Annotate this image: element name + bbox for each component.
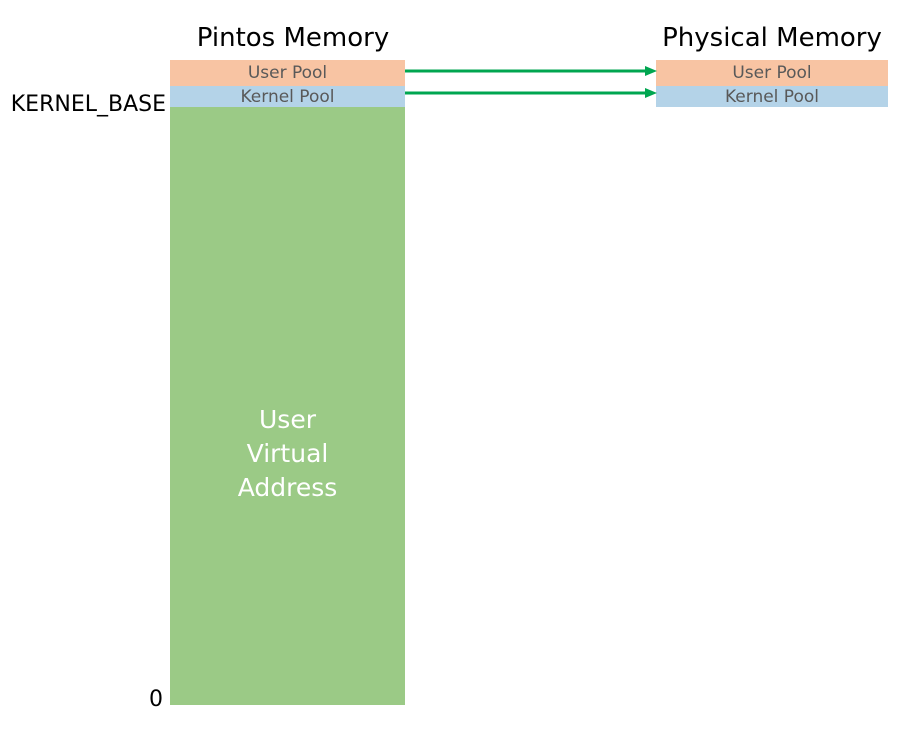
- pintos-kernel-pool-band: Kernel Pool: [170, 86, 405, 107]
- pintos-user-virtual-address-band: User Virtual Address: [170, 107, 405, 705]
- physical-memory-title: Physical Memory: [662, 23, 882, 53]
- pintos-memory-block: User Pool Kernel Pool User Virtual Addre…: [170, 60, 405, 705]
- kernel-pool-mapping-arrow-icon: [405, 88, 657, 98]
- zero-axis-label: 0: [149, 687, 163, 712]
- physical-user-pool-band: User Pool: [656, 60, 888, 86]
- uva-caption-line-3: Address: [237, 473, 338, 502]
- pintos-user-pool-label: User Pool: [247, 63, 328, 83]
- uva-caption-line-1: User: [259, 405, 316, 434]
- physical-user-pool-label: User Pool: [732, 63, 812, 83]
- user-pool-mapping-arrow-icon: [405, 66, 657, 76]
- physical-kernel-pool-band: Kernel Pool: [656, 86, 888, 107]
- uva-caption-line-2: Virtual: [246, 439, 329, 468]
- pintos-kernel-pool-label: Kernel Pool: [240, 86, 335, 107]
- pintos-user-pool-band: User Pool: [170, 60, 405, 86]
- physical-kernel-pool-label: Kernel Pool: [725, 86, 819, 107]
- kernel-base-axis-label: KERNEL_BASE: [10, 92, 166, 117]
- pintos-memory-title: Pintos Memory: [196, 23, 390, 53]
- physical-memory-block: User Pool Kernel Pool: [656, 60, 888, 107]
- user-virtual-address-caption: User Virtual Address: [170, 403, 405, 505]
